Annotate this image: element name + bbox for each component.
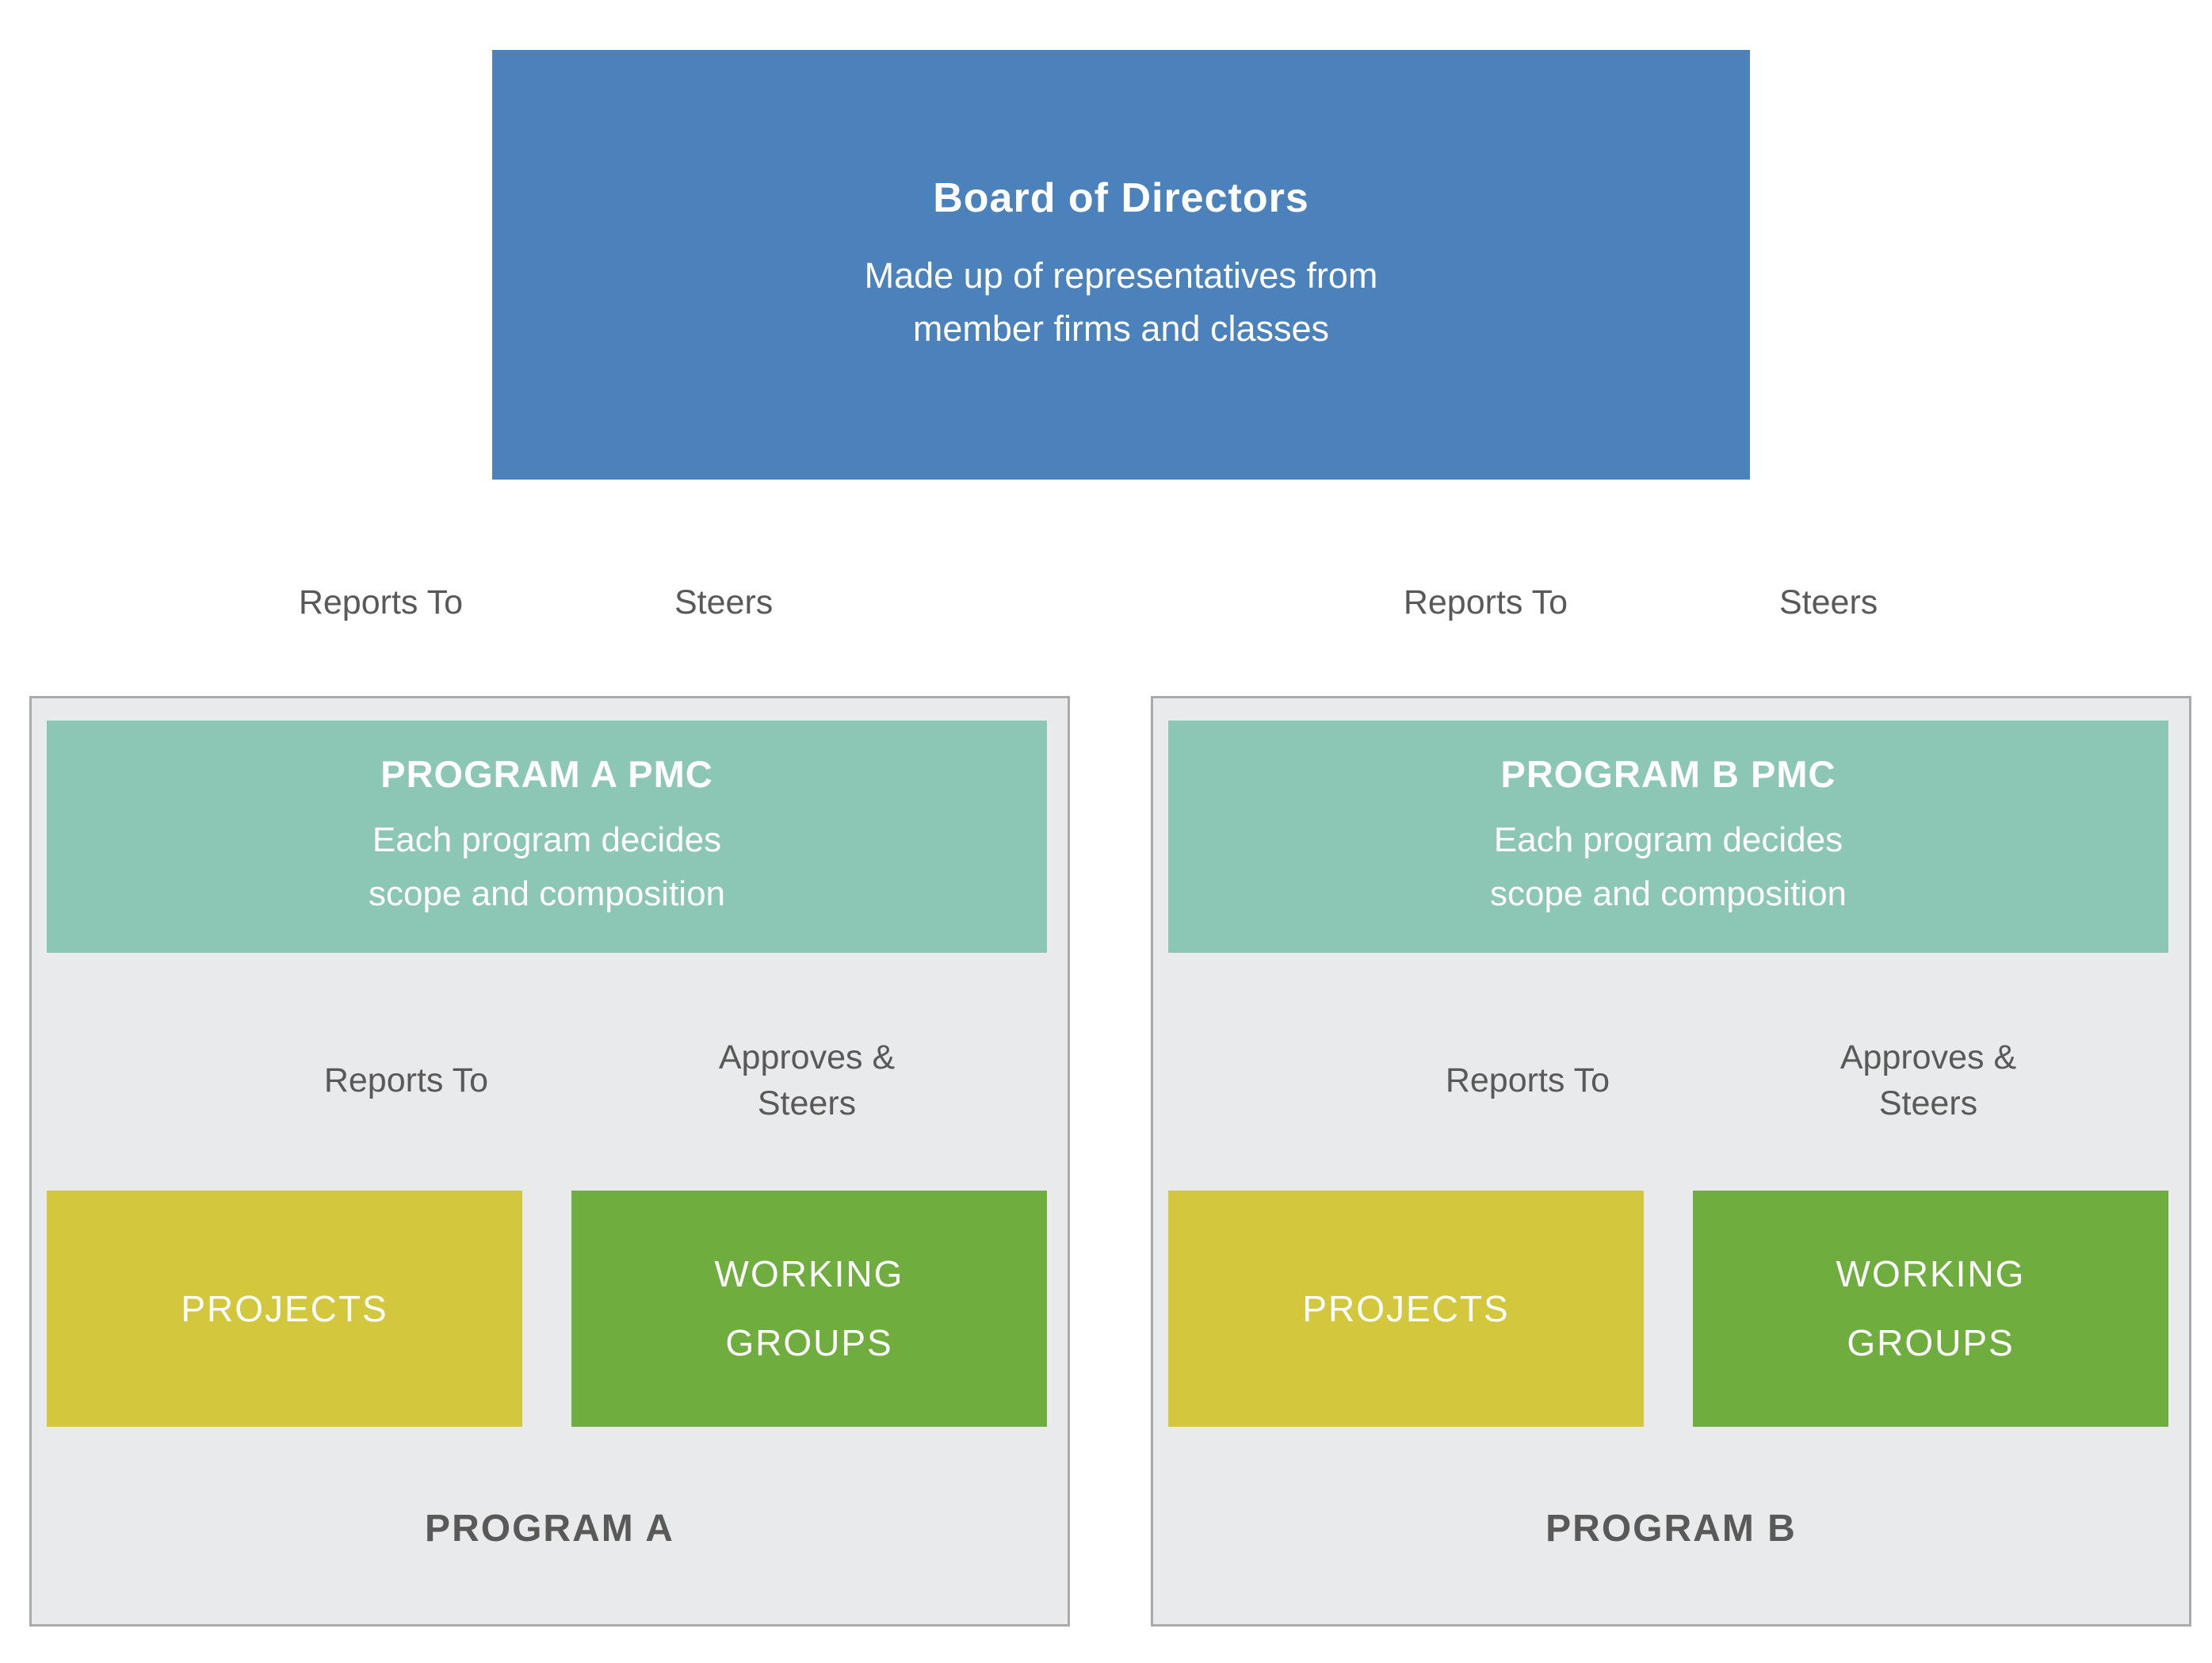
program-a-working-groups-box: WORKING GROUPS: [571, 1191, 1047, 1427]
pmc-title: PROGRAM A PMC: [380, 752, 713, 795]
working-groups-line-2: GROUPS: [725, 1322, 893, 1363]
arrow-shaft: [1746, 1011, 1758, 1134]
working-groups-line-1: WORKING: [714, 1252, 904, 1294]
program-a-panel: PROGRAM A PMC Each program decides scope…: [29, 696, 1070, 1627]
projects-label: PROJECTS: [1302, 1288, 1510, 1329]
program-b-working-groups-box: WORKING GROUPS: [1693, 1191, 2168, 1427]
board-subtitle-line-1: Made up of representatives from: [864, 254, 1378, 296]
arrow-shaft: [1635, 1011, 1647, 1146]
pmc-subtitle-line-2: scope and composition: [1489, 874, 1847, 913]
program-b-label: PROGRAM B: [1545, 1508, 1797, 1550]
program-a-steers-label: Steers: [674, 583, 774, 621]
approves-line-1: Approves &: [718, 1038, 896, 1076]
pmc-approves-steers-label: Approves & Steers: [1778, 1034, 2079, 1126]
pmc-approves-steers-down-arrow-icon: [607, 1011, 653, 1134]
arrow-shaft: [514, 1011, 525, 1146]
program-b-steers-label: Steers: [1779, 583, 1878, 621]
program-b-panel: PROGRAM B PMC Each program decides scope…: [1151, 696, 2191, 1627]
arrow-shaft: [625, 1011, 636, 1134]
program-b-steers-down-arrow-icon: [1702, 522, 1754, 696]
pmc-reports-to-label: Reports To: [323, 1061, 488, 1099]
pmc-subtitle-line-1: Each program decides: [1493, 820, 1843, 859]
program-a-reports-to-label: Reports To: [298, 583, 463, 621]
program-b-reports-to-up-arrow-icon: [1592, 522, 1645, 696]
program-b-pmc-box: PROGRAM B PMC Each program decides scope…: [1168, 721, 2168, 953]
pmc-reports-to-up-arrow-icon: [1618, 1011, 1664, 1146]
projects-label: PROJECTS: [181, 1288, 388, 1329]
pmc-subtitle-line-1: Each program decides: [372, 820, 722, 859]
board-title: Board of Directors: [933, 174, 1309, 221]
working-groups-line-1: WORKING: [1836, 1252, 2026, 1294]
pmc-subtitle: Each program decides scope and compositi…: [1490, 813, 1847, 921]
arrow-shaft: [506, 522, 521, 696]
working-groups-line-2: GROUPS: [1847, 1322, 2015, 1363]
program-b-reports-to-label: Reports To: [1403, 583, 1568, 621]
pmc-subtitle-line-2: scope and composition: [368, 874, 726, 913]
pmc-subtitle: Each program decides scope and compositi…: [369, 813, 725, 921]
board-subtitle-line-2: member firms and classes: [912, 308, 1330, 349]
program-a-pmc-box: PROGRAM A PMC Each program decides scope…: [47, 721, 1047, 953]
arrow-shaft: [1610, 522, 1626, 696]
approves-line-2: Steers: [757, 1084, 857, 1123]
program-a-steers-down-arrow-icon: [598, 522, 650, 696]
pmc-reports-to-up-arrow-icon: [496, 1011, 542, 1146]
program-a-reports-to-up-arrow-icon: [487, 522, 540, 696]
approves-line-1: Approves &: [1840, 1038, 2017, 1076]
arrow-shaft: [616, 522, 632, 696]
pmc-approves-steers-label: Approves & Steers: [656, 1034, 957, 1126]
pmc-approves-steers-down-arrow-icon: [1729, 1011, 1775, 1134]
arrow-shaft: [1720, 522, 1736, 696]
pmc-title: PROGRAM B PMC: [1500, 752, 1836, 795]
pmc-reports-to-label: Reports To: [1445, 1061, 1610, 1099]
approves-line-2: Steers: [1878, 1084, 1978, 1123]
board-subtitle: Made up of representatives from member f…: [865, 249, 1378, 356]
program-a-label: PROGRAM A: [425, 1508, 674, 1550]
board-of-directors-box: Board of Directors Made up of representa…: [492, 50, 1750, 480]
program-a-projects-box: PROJECTS: [47, 1191, 522, 1427]
program-b-projects-box: PROJECTS: [1168, 1191, 1644, 1427]
